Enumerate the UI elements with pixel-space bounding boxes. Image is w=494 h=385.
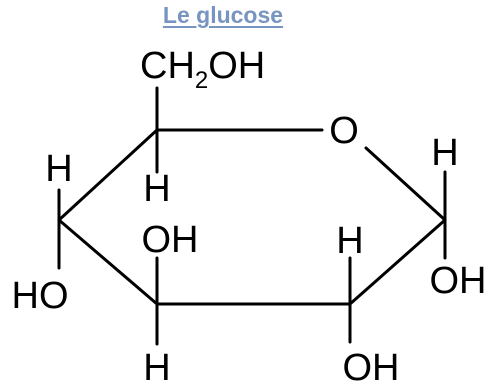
ch2oh-prefix: CH xyxy=(140,45,195,87)
c3-h-label: H xyxy=(143,347,170,385)
c2-oh-label: OH xyxy=(343,347,400,385)
c1-h-label: H xyxy=(431,132,458,174)
ch2oh-label: CH2OH xyxy=(140,45,265,94)
c4-ho-label: HO xyxy=(12,275,69,317)
bond-c3-c4 xyxy=(57,218,159,306)
c1-oh-label: OH xyxy=(430,260,487,302)
page-title: Le glucose xyxy=(162,2,284,28)
bond-c4-c5 xyxy=(57,128,159,222)
bond-o-c1 xyxy=(364,146,447,222)
c4-h-label: H xyxy=(45,148,72,190)
bond-c1-c2 xyxy=(348,218,447,306)
ch2oh-subscript: 2 xyxy=(195,67,208,94)
c3-oh-label: OH xyxy=(142,219,199,261)
ring-oxygen-label: O xyxy=(329,110,359,152)
c2-h-label: H xyxy=(336,220,363,262)
c5-h-label: H xyxy=(143,168,170,210)
ch2oh-suffix: OH xyxy=(208,45,265,87)
